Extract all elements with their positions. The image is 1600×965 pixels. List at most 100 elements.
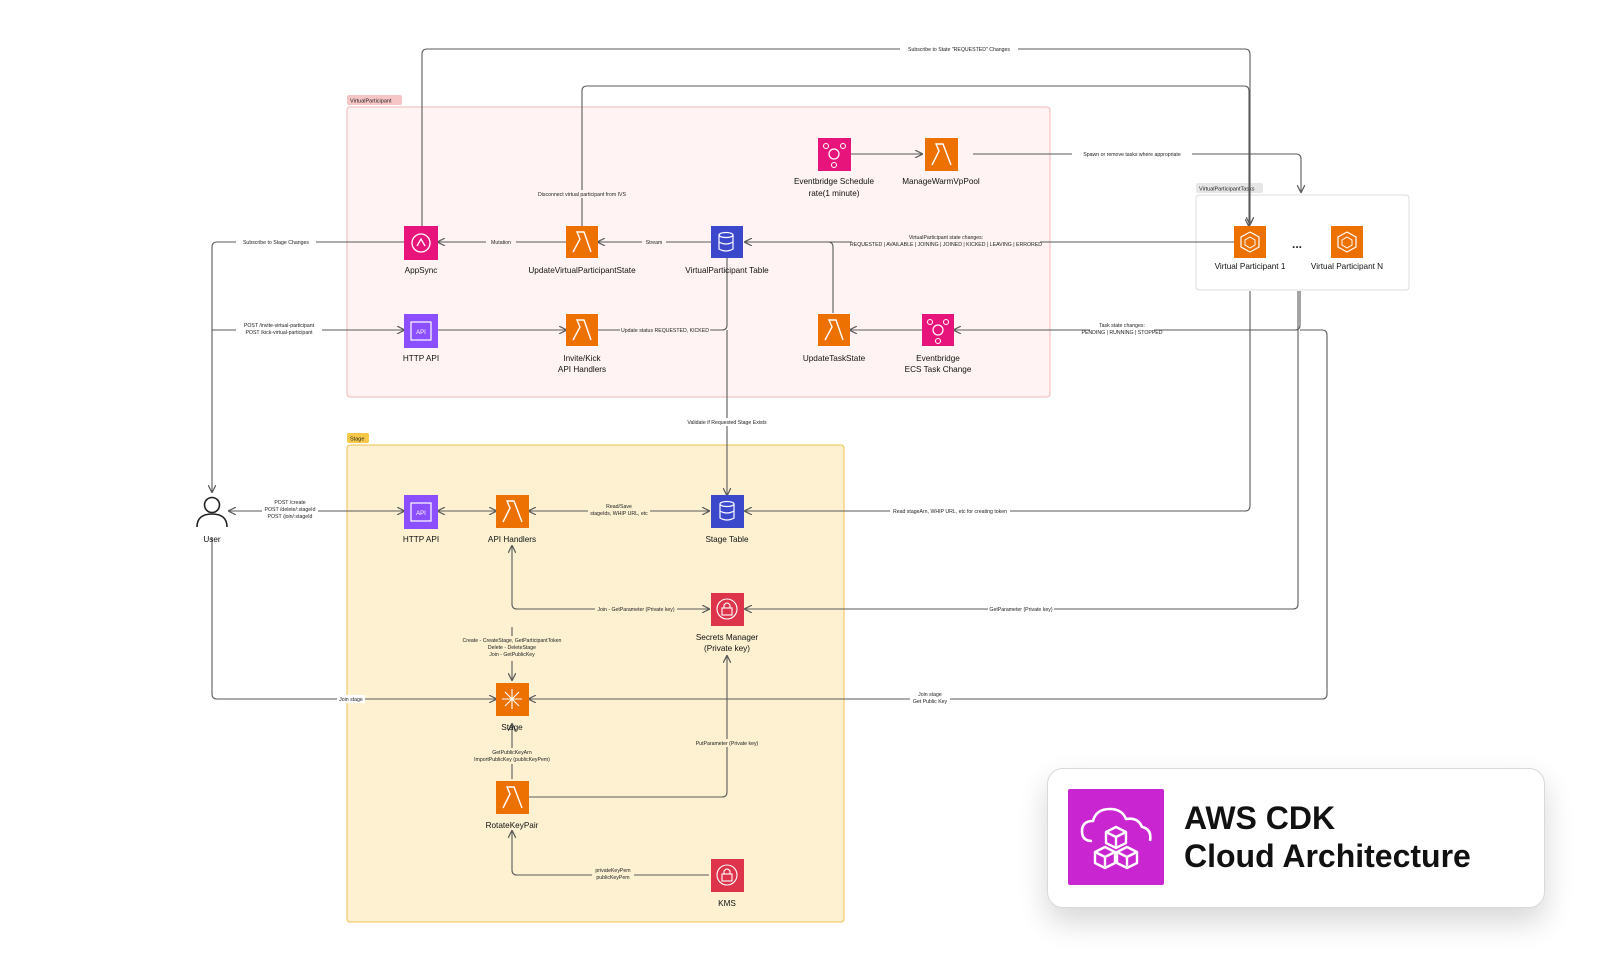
invite-kick-label-1: Invite/Kick <box>563 354 601 363</box>
label-read-stage-arn: Read stageArn, WHIP URL, etc for creatin… <box>893 509 1007 515</box>
dynamodb-icon <box>711 226 743 258</box>
label-task-state-1: Task state changes: <box>1099 323 1145 329</box>
edge-join-stage-vp <box>529 329 1328 699</box>
node-eventbridge-schedule[interactable]: Eventbridge Schedule rate(1 minute) <box>794 138 875 198</box>
node-http-api-stage[interactable]: API HTTP API <box>403 495 439 544</box>
node-update-vp-state[interactable]: UpdateVirtualParticipantState <box>528 226 636 275</box>
stage-table-label: Stage Table <box>705 535 749 544</box>
node-appsync[interactable]: AppSync <box>404 226 438 275</box>
cdk-title-line-2: Cloud Architecture <box>1184 838 1471 874</box>
edge-join-get-param <box>512 546 709 609</box>
eventbridge-ecs-label-2: ECS Task Change <box>905 365 972 374</box>
edge-read-stage-arn <box>745 291 1251 511</box>
rotate-key-pair-label: RotateKeyPair <box>486 821 539 830</box>
label-put-param: PutParameter (Private key) <box>696 741 759 747</box>
label-read-save-2: stageIds, WHIP URL, etc <box>590 511 648 517</box>
label-create-2: Delete - DeleteStage <box>488 645 536 651</box>
secrets-manager-icon <box>711 593 744 626</box>
kms-label: KMS <box>718 899 736 908</box>
label-join-stage-vp-2: Get Public Key <box>913 699 948 705</box>
node-vp-table[interactable]: VirtualParticipant Table <box>685 226 769 275</box>
label-vp-state-changes-1: VirtualParticipant state changes: <box>909 235 983 241</box>
label-disconnect: Disconnect virtual participant from IVS <box>538 192 626 198</box>
edge-spawn-remove <box>973 153 1301 192</box>
edge-subscribe-requested <box>421 48 1250 226</box>
label-spawn-remove: Spawn or remove tasks where appropriate <box>1083 152 1181 158</box>
manage-warm-vp-pool-label: ManageWarmVpPool <box>902 177 980 186</box>
user-label: User <box>203 535 221 544</box>
stage-label: Stage <box>501 723 523 732</box>
node-stage[interactable]: Stage <box>496 683 529 732</box>
node-kms[interactable]: KMS <box>711 859 744 908</box>
update-task-state-label: UpdateTaskState <box>803 354 866 363</box>
api-handlers-label: API Handlers <box>488 535 536 544</box>
update-vp-state-label: UpdateVirtualParticipantState <box>528 266 636 275</box>
aws-cdk-card: AWS CDK Cloud Architecture <box>1047 768 1545 908</box>
appsync-label: AppSync <box>405 266 438 275</box>
dynamodb-icon <box>711 495 744 528</box>
cdk-cloud-icon <box>1068 789 1164 885</box>
node-vp-1[interactable]: Virtual Participant 1 <box>1215 226 1286 271</box>
node-api-handlers[interactable]: API Handlers <box>488 495 536 544</box>
label-private-key-1: privateKeyPem <box>595 868 630 874</box>
eventbridge-ecs-label-1: Eventbridge <box>916 354 960 363</box>
label-subscribe-stage: Subscribe to Stage Changes <box>243 240 309 246</box>
kms-icon <box>711 859 744 892</box>
edge-disconnect <box>581 85 1249 226</box>
edge-labels: Subscribe to State "REQUESTED" Changes S… <box>236 45 1192 882</box>
cdk-title-line-1: AWS CDK <box>1184 800 1336 836</box>
label-subscribe-requested: Subscribe to State "REQUESTED" Changes <box>908 47 1010 53</box>
label-create-1: Create - CreateStage, GetParticipantToke… <box>463 638 562 644</box>
group-virtual-participant-tasks: VirtualParticipantTasks <box>1195 183 1410 291</box>
ecs-icon <box>1331 226 1363 258</box>
group-stage: Stage <box>346 433 845 923</box>
edge-get-param <box>745 291 1299 609</box>
lambda-icon <box>566 226 598 258</box>
edge-subscribe-stage <box>212 241 404 492</box>
node-manage-warm-vp-pool[interactable]: ManageWarmVpPool <box>902 138 980 186</box>
label-vp-state-changes-2: REQUESTED | AVAILABLE | JOINING | JOINED… <box>850 242 1042 248</box>
label-get-public-key-1: GetPublicKeyArn <box>492 750 532 756</box>
edge-task-state <box>954 291 1301 330</box>
svg-text:API: API <box>416 511 426 517</box>
vp-table-label: VirtualParticipant Table <box>685 266 769 275</box>
node-invite-kick[interactable]: Invite/Kick API Handlers <box>558 314 606 374</box>
group-vp-tasks-label: VirtualParticipantTasks <box>1199 187 1255 193</box>
node-rotate-key-pair[interactable]: RotateKeyPair <box>486 781 539 830</box>
secrets-manager-label-2: (Private key) <box>704 644 750 653</box>
svg-text:API: API <box>416 330 426 336</box>
secrets-manager-label-1: Secrets Manager <box>696 633 759 642</box>
group-stage-tag <box>347 433 369 443</box>
node-secrets-manager[interactable]: Secrets Manager (Private key) <box>696 593 759 653</box>
http-api-vp-label: HTTP API <box>403 354 439 363</box>
label-join-get-param: Join - GetParameter (Private key) <box>597 607 675 613</box>
label-get-public-key-2: ImportPublicKey (publicKeyPem) <box>474 757 550 763</box>
label-post-create-3: POST /join/:stageId <box>268 514 313 520</box>
label-post-invite-2: POST /kick-virtual-participant <box>245 330 313 336</box>
http-api-stage-label: HTTP API <box>403 535 439 544</box>
eventbridge-schedule-label-1: Eventbridge Schedule <box>794 177 875 186</box>
label-join-stage-vp-1: Join stage <box>918 692 942 698</box>
edge-join-stage <box>211 537 496 699</box>
node-http-api-vp[interactable]: API HTTP API <box>403 314 439 363</box>
lambda-icon <box>818 314 850 346</box>
label-stream: Stream <box>646 240 663 246</box>
label-post-invite-1: POST /invite-virtual-participant <box>244 323 315 329</box>
label-post-create-2: POST /delete/:stageId <box>265 507 316 513</box>
label-task-state-2: PENDING | RUNNING | STOPPED <box>1082 330 1163 336</box>
cdk-card-title: AWS CDK Cloud Architecture <box>1184 799 1471 875</box>
node-vp-n[interactable]: Virtual Participant N <box>1311 226 1383 271</box>
label-private-key-2: publicKeyPem <box>596 875 629 881</box>
node-eventbridge-ecs[interactable]: Eventbridge ECS Task Change <box>905 314 972 374</box>
label-join-stage: Join stage <box>339 697 363 703</box>
node-user[interactable]: User <box>196 496 228 545</box>
ecs-icon <box>1234 226 1266 258</box>
edge-kms-to-rotate <box>512 831 709 876</box>
vp-1-label: Virtual Participant 1 <box>1215 262 1286 271</box>
lambda-icon <box>496 495 529 528</box>
label-create-3: Join - GetPublicKey <box>489 652 535 658</box>
node-update-task-state[interactable]: UpdateTaskState <box>803 314 866 363</box>
node-stage-table[interactable]: Stage Table <box>705 495 749 544</box>
